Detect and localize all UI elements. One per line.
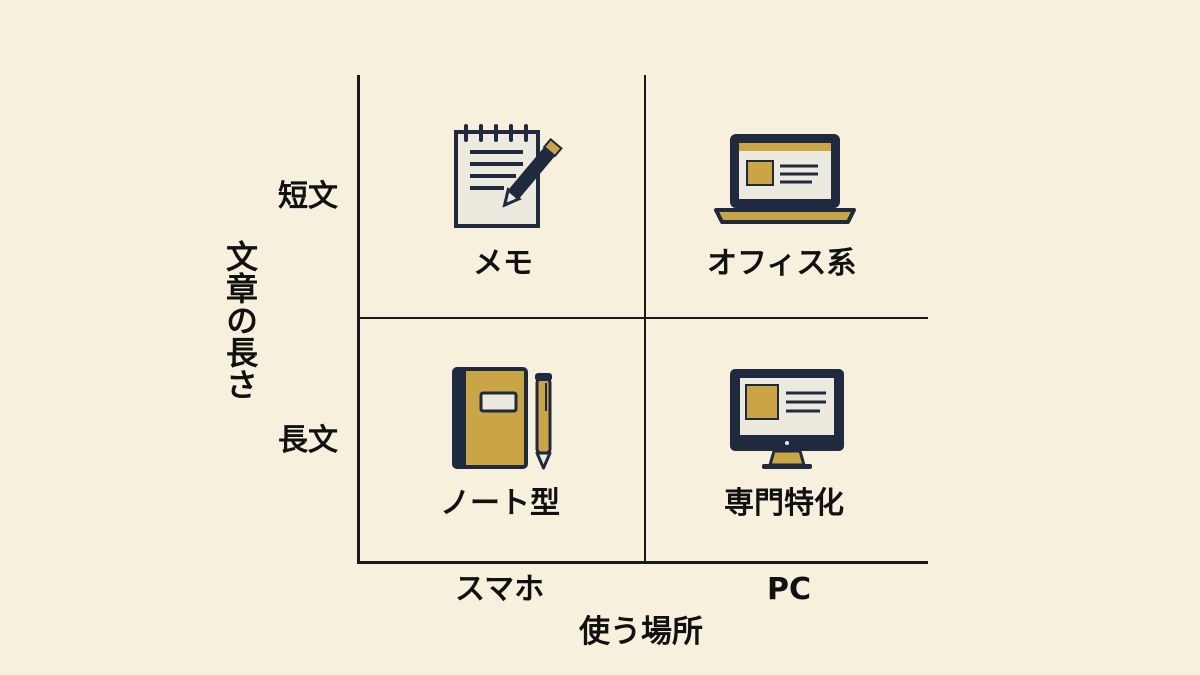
y-axis-title: 文章の長さ	[221, 240, 259, 400]
memo-pencil-icon	[454, 124, 563, 228]
quadrant-label-office: オフィス系	[707, 246, 857, 281]
x-axis-line	[357, 561, 928, 564]
quadrant-label-note: ノート型	[440, 486, 560, 521]
x-axis-title: 使う場所	[579, 614, 703, 650]
column-label-pc: PC	[767, 572, 812, 607]
notebook-pen-icon	[452, 367, 552, 470]
quadrant-label-special: 専門特化	[724, 486, 844, 521]
desktop-monitor-icon	[730, 369, 844, 469]
row-label-long: 長文	[278, 423, 338, 458]
column-label-smartphone: スマホ	[455, 572, 545, 607]
horizontal-divider	[359, 317, 928, 319]
row-label-short: 短文	[278, 179, 338, 214]
laptop-icon	[714, 134, 856, 224]
y-axis-line	[357, 75, 360, 564]
quadrant-label-memo: メモ	[473, 246, 533, 281]
